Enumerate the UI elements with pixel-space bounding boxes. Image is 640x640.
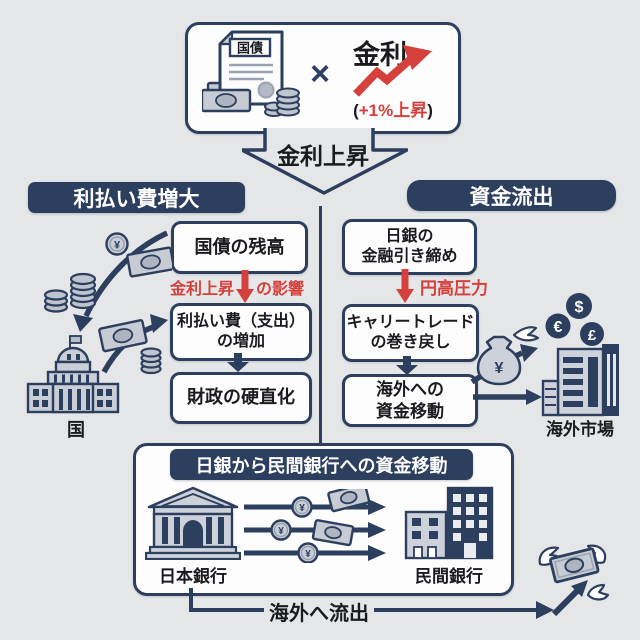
rate-rise-arrow-icon (353, 45, 432, 97)
interest-payment-line1: 利払い費（支出） (176, 312, 305, 330)
left-header-label: 利払い費増大 (73, 187, 200, 211)
coin-stack-icon (140, 347, 162, 375)
red-down-arrow-icon (396, 269, 414, 303)
bottom-header-label: 日銀から民間銀行への資金移動 (195, 455, 448, 476)
parliament-building-icon (26, 335, 120, 414)
boj-tightening-line1: 日銀の (385, 227, 434, 245)
boj-tightening-line2: 金融引き締め (361, 248, 458, 265)
red-down-arrow-icon (236, 270, 254, 303)
yen-coin-icon: ¥ (105, 232, 129, 256)
left-section-header: 利払い費増大 (28, 182, 245, 213)
yen-coin-icon: ¥ (297, 542, 319, 563)
banknote-icon (311, 519, 355, 547)
banknote-icon (98, 319, 148, 353)
flow-arrow-straight (473, 389, 542, 405)
coin-stack-icon (264, 87, 300, 117)
svg-text:¥: ¥ (495, 360, 504, 377)
rate-effect-row: 金利上昇 の影響 (164, 270, 310, 303)
svg-text:¥: ¥ (305, 549, 311, 560)
dollar-coin-icon: $ (566, 293, 592, 319)
outflow-line-right (374, 608, 538, 612)
fiscal-rigidity-label: 財政の硬直化 (187, 387, 295, 408)
rate-change-value: +1%上昇 (358, 101, 428, 120)
flying-money-icon (538, 544, 610, 601)
overseas-transfer-box: 海外への 資金移動 (342, 374, 478, 427)
yen-coin-icon: ¥ (270, 519, 292, 541)
transfer-arrows-graphic: ¥ ¥ ¥ (244, 489, 386, 563)
bond-label: 国債 (237, 41, 263, 56)
rate-effect-before: 金利上昇 (169, 280, 234, 298)
private-bank-label: 民間銀行 (415, 567, 483, 586)
money-bag-icon: ¥ (476, 326, 540, 386)
carry-trade-line2: の巻き戻し (370, 334, 451, 351)
banknote-icon (327, 489, 371, 513)
yen-coin-icon: ¥ (291, 496, 313, 518)
yen-pressure-label: 円高圧力 (420, 278, 488, 298)
svg-text:£: £ (588, 327, 597, 344)
coin-stack-icon (43, 272, 97, 313)
overseas-transfer-line2: 資金移動 (376, 401, 444, 421)
bond-balance-box: 国債の残高 (171, 221, 308, 274)
svg-text:$: $ (575, 299, 584, 316)
euro-coin-icon: € (545, 313, 571, 339)
svg-text:¥: ¥ (114, 240, 121, 252)
main-arrow-label: 金利上昇 (277, 143, 369, 169)
paren-close: ) (427, 101, 433, 120)
boj-label: 日本銀行 (159, 567, 227, 586)
svg-text:¥: ¥ (299, 503, 305, 514)
center-divider (319, 206, 322, 443)
private-bank-building-icon (404, 486, 494, 560)
government-label: 国 (67, 420, 85, 440)
boj-tightening-box: 日銀の 金融引き締め (342, 219, 477, 275)
svg-text:€: € (554, 319, 563, 336)
outflow-label: 海外へ流出 (269, 603, 369, 625)
right-flow-graphic: $ € £ (470, 293, 619, 417)
boj-building-icon (145, 486, 241, 560)
main-down-arrow (242, 128, 408, 195)
interest-payment-line2: の増加 (216, 333, 265, 350)
banknote-icon (126, 246, 172, 278)
bottom-header: 日銀から民間銀行への資金移動 (170, 449, 473, 480)
right-section-header: 資金流出 (407, 180, 616, 211)
right-down-arrow-icon (396, 356, 418, 375)
bond-balance-label: 国債の残高 (194, 236, 285, 257)
outflow-stub (189, 588, 193, 612)
multiply-sign: × (310, 55, 330, 93)
right-header-label: 資金流出 (469, 185, 554, 209)
overseas-market-label: 海外市場 (546, 420, 614, 439)
outflow-diagonal-arrow (551, 580, 588, 617)
svg-text:¥: ¥ (278, 526, 284, 537)
fiscal-rigidity-box: 財政の硬直化 (170, 372, 312, 424)
outflow-arrowhead (536, 601, 554, 619)
rate-effect-after: の影響 (256, 280, 305, 298)
left-down-arrow-icon (227, 353, 249, 372)
pound-coin-icon: £ (580, 322, 604, 346)
yen-pressure-row: 円高圧力 (396, 269, 488, 303)
carry-trade-line1: キャリートレード (346, 313, 475, 331)
carry-trade-box: キャリートレード の巻き戻し (342, 304, 479, 362)
outflow-line-left (189, 608, 264, 612)
overseas-building-icon (541, 344, 619, 417)
rate-change-label: (+1%上昇) (338, 96, 448, 121)
overseas-transfer-line1: 海外への (376, 379, 444, 399)
left-flow-graphic: ¥ (26, 230, 172, 414)
bond-document-icon: 国債 (202, 30, 300, 117)
paren-open: ( (353, 101, 359, 120)
